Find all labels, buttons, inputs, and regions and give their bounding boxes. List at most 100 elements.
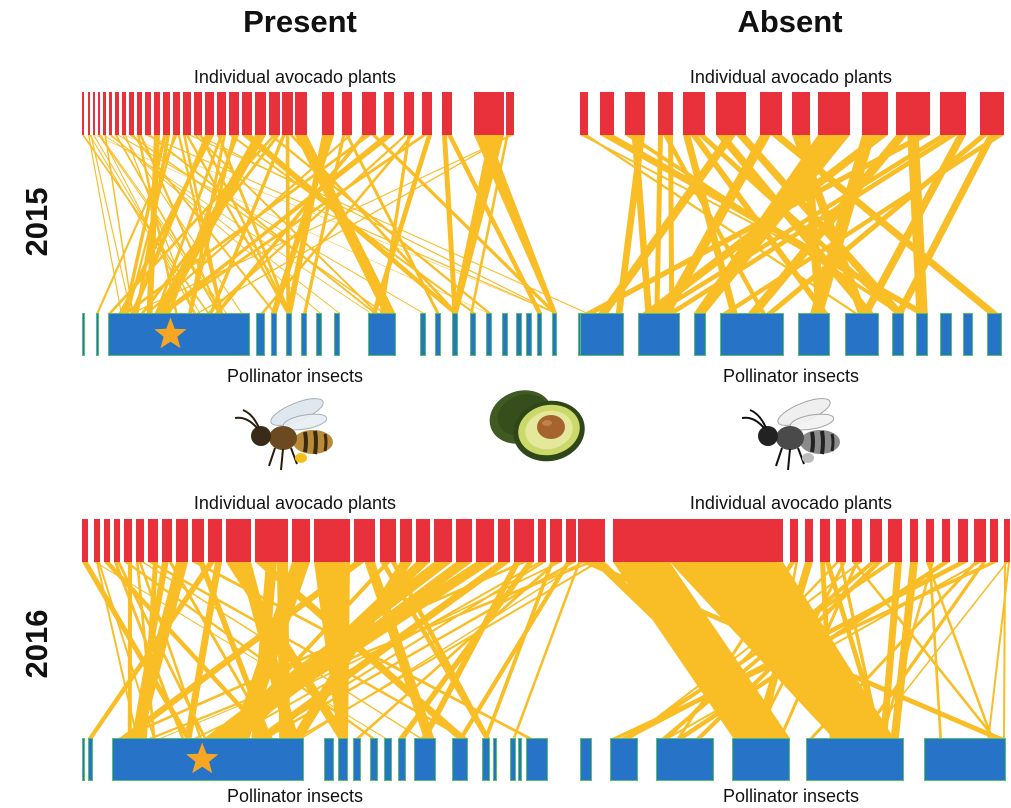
plant-node (229, 92, 239, 135)
insect-node (511, 739, 516, 781)
insect-node (421, 314, 426, 356)
plant-node (716, 92, 746, 135)
plant-node (926, 519, 934, 562)
plant-node (416, 519, 430, 562)
insect-nodes (581, 314, 1002, 356)
plant-node (404, 92, 414, 135)
plant-node (818, 92, 850, 135)
plant-node (255, 92, 266, 135)
plant-node (208, 519, 222, 562)
plant-node (974, 519, 986, 562)
insect-node (893, 314, 904, 356)
insect-node (527, 739, 548, 781)
plant-node (322, 92, 334, 135)
plant-node (109, 92, 112, 135)
plant-node (538, 519, 546, 562)
plant-node (129, 92, 134, 135)
plant-node (580, 92, 588, 135)
insect-node (733, 739, 790, 781)
plants-label-present-2016: Individual avocado plants (75, 493, 515, 514)
insect-node (519, 739, 522, 781)
plant-node (940, 92, 966, 135)
plant-node (683, 92, 705, 135)
insect-node (538, 314, 542, 356)
plant-node (226, 519, 251, 562)
honeybee-grayscale-icon (732, 392, 852, 474)
insect-nodes (581, 739, 1006, 781)
column-title-absent: Absent (640, 4, 940, 40)
insect-node (503, 314, 508, 356)
insect-node (581, 739, 592, 781)
insect-node (483, 739, 490, 781)
plant-node (282, 92, 293, 135)
plant-node (384, 92, 394, 135)
plant-node (600, 92, 614, 135)
insect-node (453, 314, 458, 356)
plant-node (942, 519, 950, 562)
plant-node (870, 519, 882, 562)
plants-label-absent-2015: Individual avocado plants (571, 67, 1011, 88)
insects-label-present-2015: Pollinator insects (75, 366, 515, 387)
plant-node (792, 92, 810, 135)
plant-node (122, 92, 126, 135)
plant-node (295, 92, 307, 135)
plant-node (990, 519, 998, 562)
insect-node (527, 314, 532, 356)
plant-node (434, 519, 452, 562)
plant-node (194, 92, 202, 135)
plant-node (192, 519, 204, 562)
insect-node (494, 739, 497, 781)
plant-node (980, 92, 1004, 135)
insect-node (917, 314, 928, 356)
plant-node (958, 519, 968, 562)
plant-node (836, 519, 846, 562)
plant-node (217, 92, 226, 135)
network-absent-2016 (580, 519, 1005, 781)
plant-node (862, 92, 888, 135)
plant-nodes (82, 519, 600, 562)
plant-node (176, 519, 188, 562)
insects-label-present-2016: Pollinator insects (75, 786, 515, 807)
plant-node (88, 92, 90, 135)
insect-node (83, 739, 85, 781)
plant-node (162, 519, 172, 562)
plant-node (163, 92, 170, 135)
plant-node (852, 519, 862, 562)
plant-node (255, 519, 288, 562)
insect-nodes (83, 314, 595, 356)
insect-node (517, 314, 522, 356)
plant-node (269, 92, 280, 135)
plant-node (183, 92, 191, 135)
interaction-link (90, 135, 131, 313)
plant-node (93, 92, 95, 135)
insect-node (257, 314, 265, 356)
insect-node (287, 314, 292, 356)
plant-node (580, 519, 605, 562)
insect-node (339, 739, 348, 781)
plant-node (145, 92, 151, 135)
insect-node (657, 739, 714, 781)
insects-label-absent-2016: Pollinator insects (571, 786, 1011, 807)
honeybee-color-icon (225, 392, 345, 474)
insect-node (415, 739, 436, 781)
plant-node (173, 92, 180, 135)
insect-node (695, 314, 706, 356)
interaction-link (108, 135, 276, 313)
plant-node (566, 519, 576, 562)
insect-node (487, 314, 492, 356)
plant-node (1004, 519, 1010, 562)
insect-node (369, 314, 396, 356)
insect-node (925, 739, 1006, 781)
plant-node (514, 519, 534, 562)
insect-node (611, 739, 638, 781)
insect-node (325, 739, 334, 781)
network-present-2016 (82, 519, 515, 781)
insect-node (453, 739, 468, 781)
insect-nodes (83, 739, 548, 781)
plant-node (205, 92, 214, 135)
year-label-2016: 2016 (19, 584, 55, 704)
plant-node (422, 92, 432, 135)
insect-node (436, 314, 441, 356)
plant-node (550, 519, 562, 562)
insect-node (89, 739, 93, 781)
